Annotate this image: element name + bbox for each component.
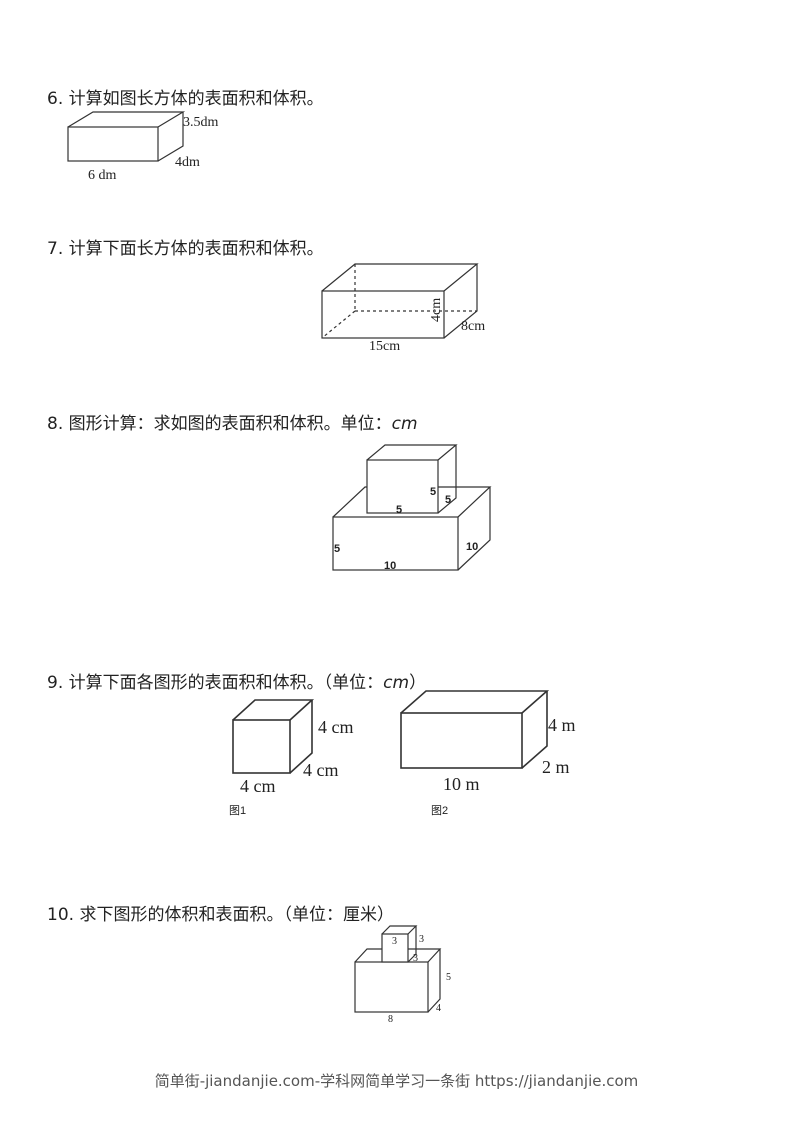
question-number: 8. [47,414,64,434]
cuboid-figure-2: 4 m 2 m 10 m 图2 [400,690,576,817]
label-top-length: 3 [392,936,397,947]
label-width: 4dm [175,155,200,170]
label-length: 15cm [369,339,400,354]
label-top-width: 3 [413,953,418,964]
unit: cm [391,414,418,434]
footer-watermark: 简单街-jiandanjie.com-学科网简单学习一条街 https://ji… [154,1072,639,1090]
label-bottom-width: 10 [466,541,478,553]
question-text: 图形计算：求如图的表面积和体积。单位： [68,414,392,434]
label-bottom-width: 4 [436,1003,441,1014]
label-height: 4 m [548,715,576,735]
cuboid-figure-6: 3.5dm 4dm 6 dm [67,111,219,183]
figure-caption: 图2 [431,804,448,817]
paren: ） [409,673,427,693]
question-text: 计算下面各图形的表面积和体积。（单位： [68,673,384,693]
label-height: 4cm [429,298,444,322]
question-number: 9. [47,673,64,693]
question-number: 6. [47,89,64,109]
question-number: 10. [47,905,75,925]
label-top-width: 5 [445,494,451,506]
question-text: 计算如图长方体的表面积和体积。 [68,89,324,109]
label-bottom-height: 5 [334,543,340,555]
cube-figure-1: 4 cm 4 cm 4 cm 图1 [229,699,354,817]
label-width: 8cm [461,319,485,334]
label-length: 10 m [443,774,480,794]
question-number: 7. [47,239,64,259]
stacked-cuboids-figure-8: 5 5 5 5 10 10 [332,444,492,572]
label-length: 4 cm [240,776,276,796]
question-8: 8. 图形计算：求如图的表面积和体积。单位：cm [47,409,418,434]
unit: cm [383,673,410,693]
question-10: 10. 求下图形的体积和表面积。（单位：厘米） [47,900,394,925]
label-top-height: 3 [419,934,424,945]
label-top-height: 5 [430,486,436,498]
label-height: 4 cm [318,717,354,737]
label-top-length: 5 [396,504,402,516]
question-text: 求下图形的体积和表面积。（单位：厘米） [79,905,394,925]
stacked-cuboids-figure-10: 3 3 3 5 4 8 [354,925,451,1025]
question-7: 7. 计算下面长方体的表面积和体积。 [47,234,324,259]
question-6: 6. 计算如图长方体的表面积和体积。 [47,84,324,109]
label-width: 2 m [542,757,570,777]
label-width: 4 cm [303,760,339,780]
label-length: 6 dm [88,168,117,183]
label-bottom-length: 8 [388,1014,393,1025]
question-9: 9. 计算下面各图形的表面积和体积。（单位：cm） [47,668,426,693]
label-height: 3.5dm [183,115,219,130]
question-text: 计算下面长方体的表面积和体积。 [68,239,324,259]
cuboid-figure-7: 4cm 8cm 15cm [321,263,485,354]
label-bottom-height: 5 [446,972,451,983]
label-bottom-length: 10 [384,560,396,572]
figure-caption: 图1 [229,804,246,817]
